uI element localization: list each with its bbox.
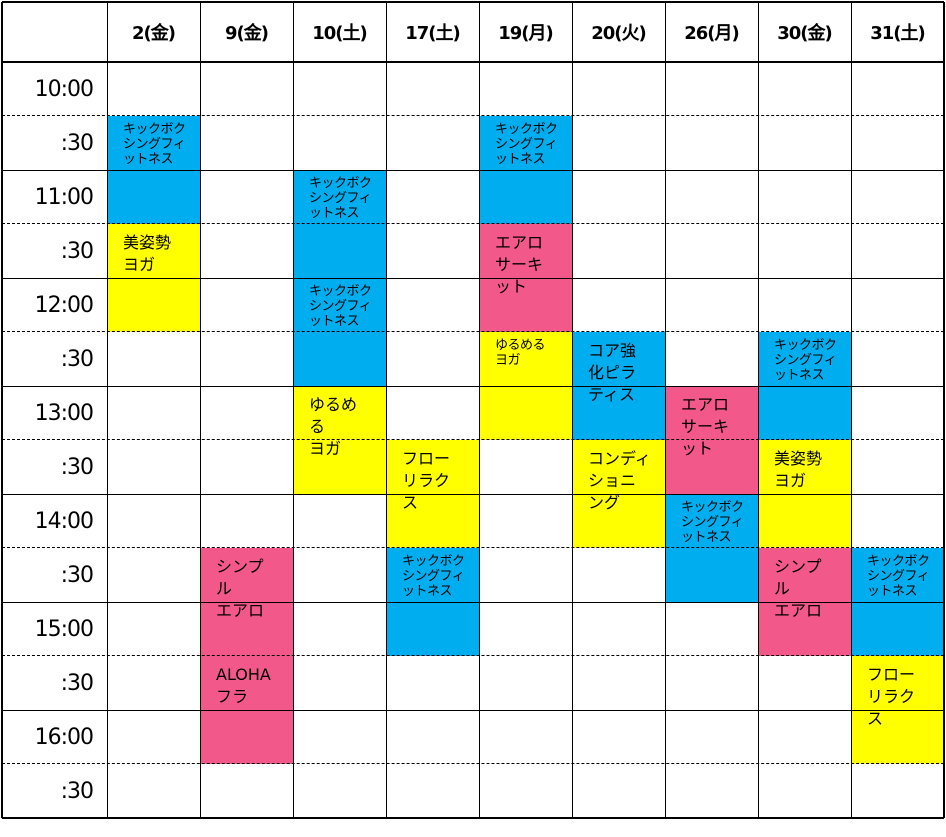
class-block[interactable]: ゆるめる ヨガ <box>293 386 386 494</box>
hour-line <box>2 277 944 279</box>
time-label: :30 <box>60 346 94 372</box>
date-header: 19(月) <box>498 23 554 44</box>
half-hour-line <box>2 547 944 548</box>
class-name: エアロサーキット <box>495 233 544 296</box>
class-name: エアロ サーキット <box>681 395 730 458</box>
column-line <box>199 2 201 818</box>
class-block[interactable]: エアロ サーキット <box>665 386 758 494</box>
class-name: ゆるめる ヨガ <box>309 395 358 458</box>
column-line <box>850 2 852 818</box>
time-label: :30 <box>60 130 94 156</box>
column-line <box>571 2 573 818</box>
class-name: キックボクシングフィットネス <box>402 554 465 599</box>
class-name: キックボクシングフィットネス <box>495 122 558 167</box>
class-name: シンプル エアロ <box>216 557 265 620</box>
half-hour-line <box>2 439 944 440</box>
time-label: 16:00 <box>34 724 94 750</box>
date-header: 17(土) <box>405 23 461 44</box>
date-header: 10(土) <box>312 23 368 44</box>
hour-line <box>2 493 944 495</box>
time-label: 14:00 <box>34 508 94 534</box>
hour-line <box>2 385 944 387</box>
class-name: 美姿勢ヨガ <box>123 233 172 274</box>
date-header: 9(金) <box>225 23 269 44</box>
class-name: コンディショニング <box>588 449 651 512</box>
time-label: 10:00 <box>34 76 94 102</box>
time-label: :30 <box>60 670 94 696</box>
class-name: キックボクシングフィットネス <box>123 122 186 167</box>
date-header: 30(金) <box>777 23 833 44</box>
date-header: 31(土) <box>870 23 926 44</box>
hour-line <box>2 169 944 171</box>
header-divider <box>2 61 944 63</box>
date-header: 26(月) <box>684 23 740 44</box>
half-hour-line <box>2 223 944 224</box>
hour-line <box>2 709 944 711</box>
column-line <box>106 2 108 818</box>
time-label: :30 <box>60 562 94 588</box>
class-block[interactable]: キックボクシングフィットネス <box>665 494 758 602</box>
column-line <box>478 2 480 818</box>
half-hour-line <box>2 331 944 332</box>
time-label: 12:00 <box>34 292 94 318</box>
class-name: キックボクシングフィットネス <box>309 284 372 329</box>
column-line <box>1 2 3 818</box>
class-name: キックボクシングフィットネス <box>867 554 930 599</box>
class-name: キックボクシングフィットネス <box>309 176 372 221</box>
top-border <box>2 1 944 3</box>
time-label: :30 <box>60 238 94 264</box>
date-header: 20(火) <box>591 23 647 44</box>
half-hour-line <box>2 115 944 116</box>
column-line <box>757 2 759 818</box>
class-block[interactable]: キックボクシングフィットネス <box>293 170 386 278</box>
column-line <box>943 2 945 818</box>
class-name: フローリラクス <box>867 665 916 728</box>
time-label: 13:00 <box>34 400 94 426</box>
column-line <box>664 2 666 818</box>
class-name: キックボクシングフィットネス <box>774 338 837 383</box>
class-name: キックボクシングフィットネス <box>681 500 744 545</box>
time-label: :30 <box>60 778 94 804</box>
class-name: ALOHA フラ <box>216 665 271 706</box>
column-line <box>385 2 387 818</box>
time-label: 11:00 <box>34 184 94 210</box>
class-name: ゆるめる ヨガ <box>495 338 546 368</box>
corner-cell <box>2 2 107 62</box>
class-name: 美姿勢ヨガ <box>774 449 823 490</box>
class-name: フローリラクス <box>402 449 451 512</box>
class-name: コア強化ピラティス <box>588 341 637 404</box>
time-label: :30 <box>60 454 94 480</box>
time-label: 15:00 <box>34 616 94 642</box>
half-hour-line <box>2 763 944 764</box>
column-line <box>292 2 294 818</box>
class-name: シンプル エアロ <box>774 557 823 620</box>
half-hour-line <box>2 655 944 656</box>
bottom-border <box>2 817 944 819</box>
date-header: 2(金) <box>132 23 176 44</box>
hour-line <box>2 601 944 603</box>
class-block[interactable]: キックボクシングフィットネス <box>293 278 386 386</box>
